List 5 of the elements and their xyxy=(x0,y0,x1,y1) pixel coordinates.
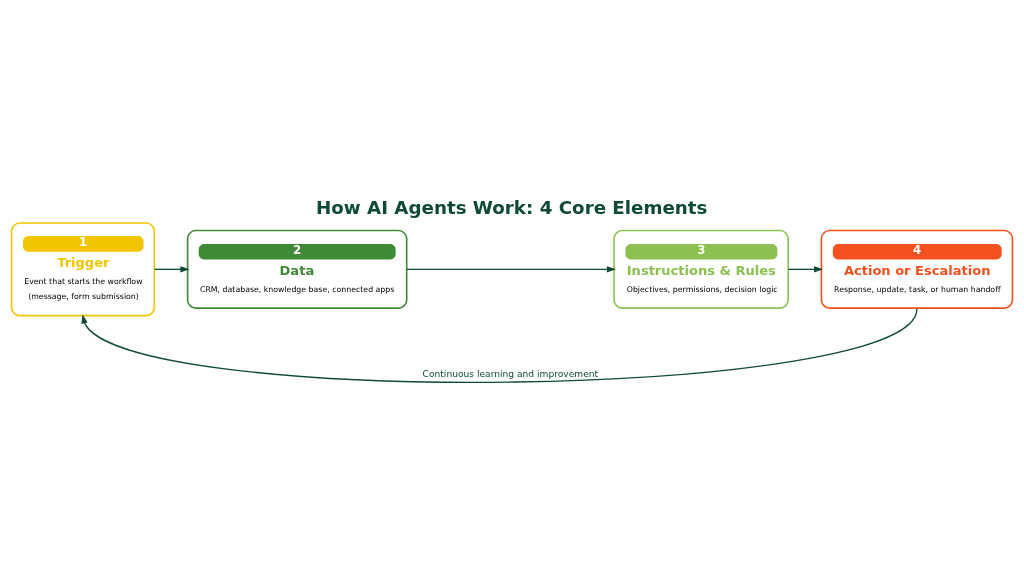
arrow xyxy=(787,265,824,273)
diagram-title: How AI Agents Work: 4 Core Elements xyxy=(316,196,708,218)
arrow xyxy=(153,265,190,273)
edge-label: Continuous learning and improvement xyxy=(422,368,599,379)
arrow xyxy=(406,265,616,273)
